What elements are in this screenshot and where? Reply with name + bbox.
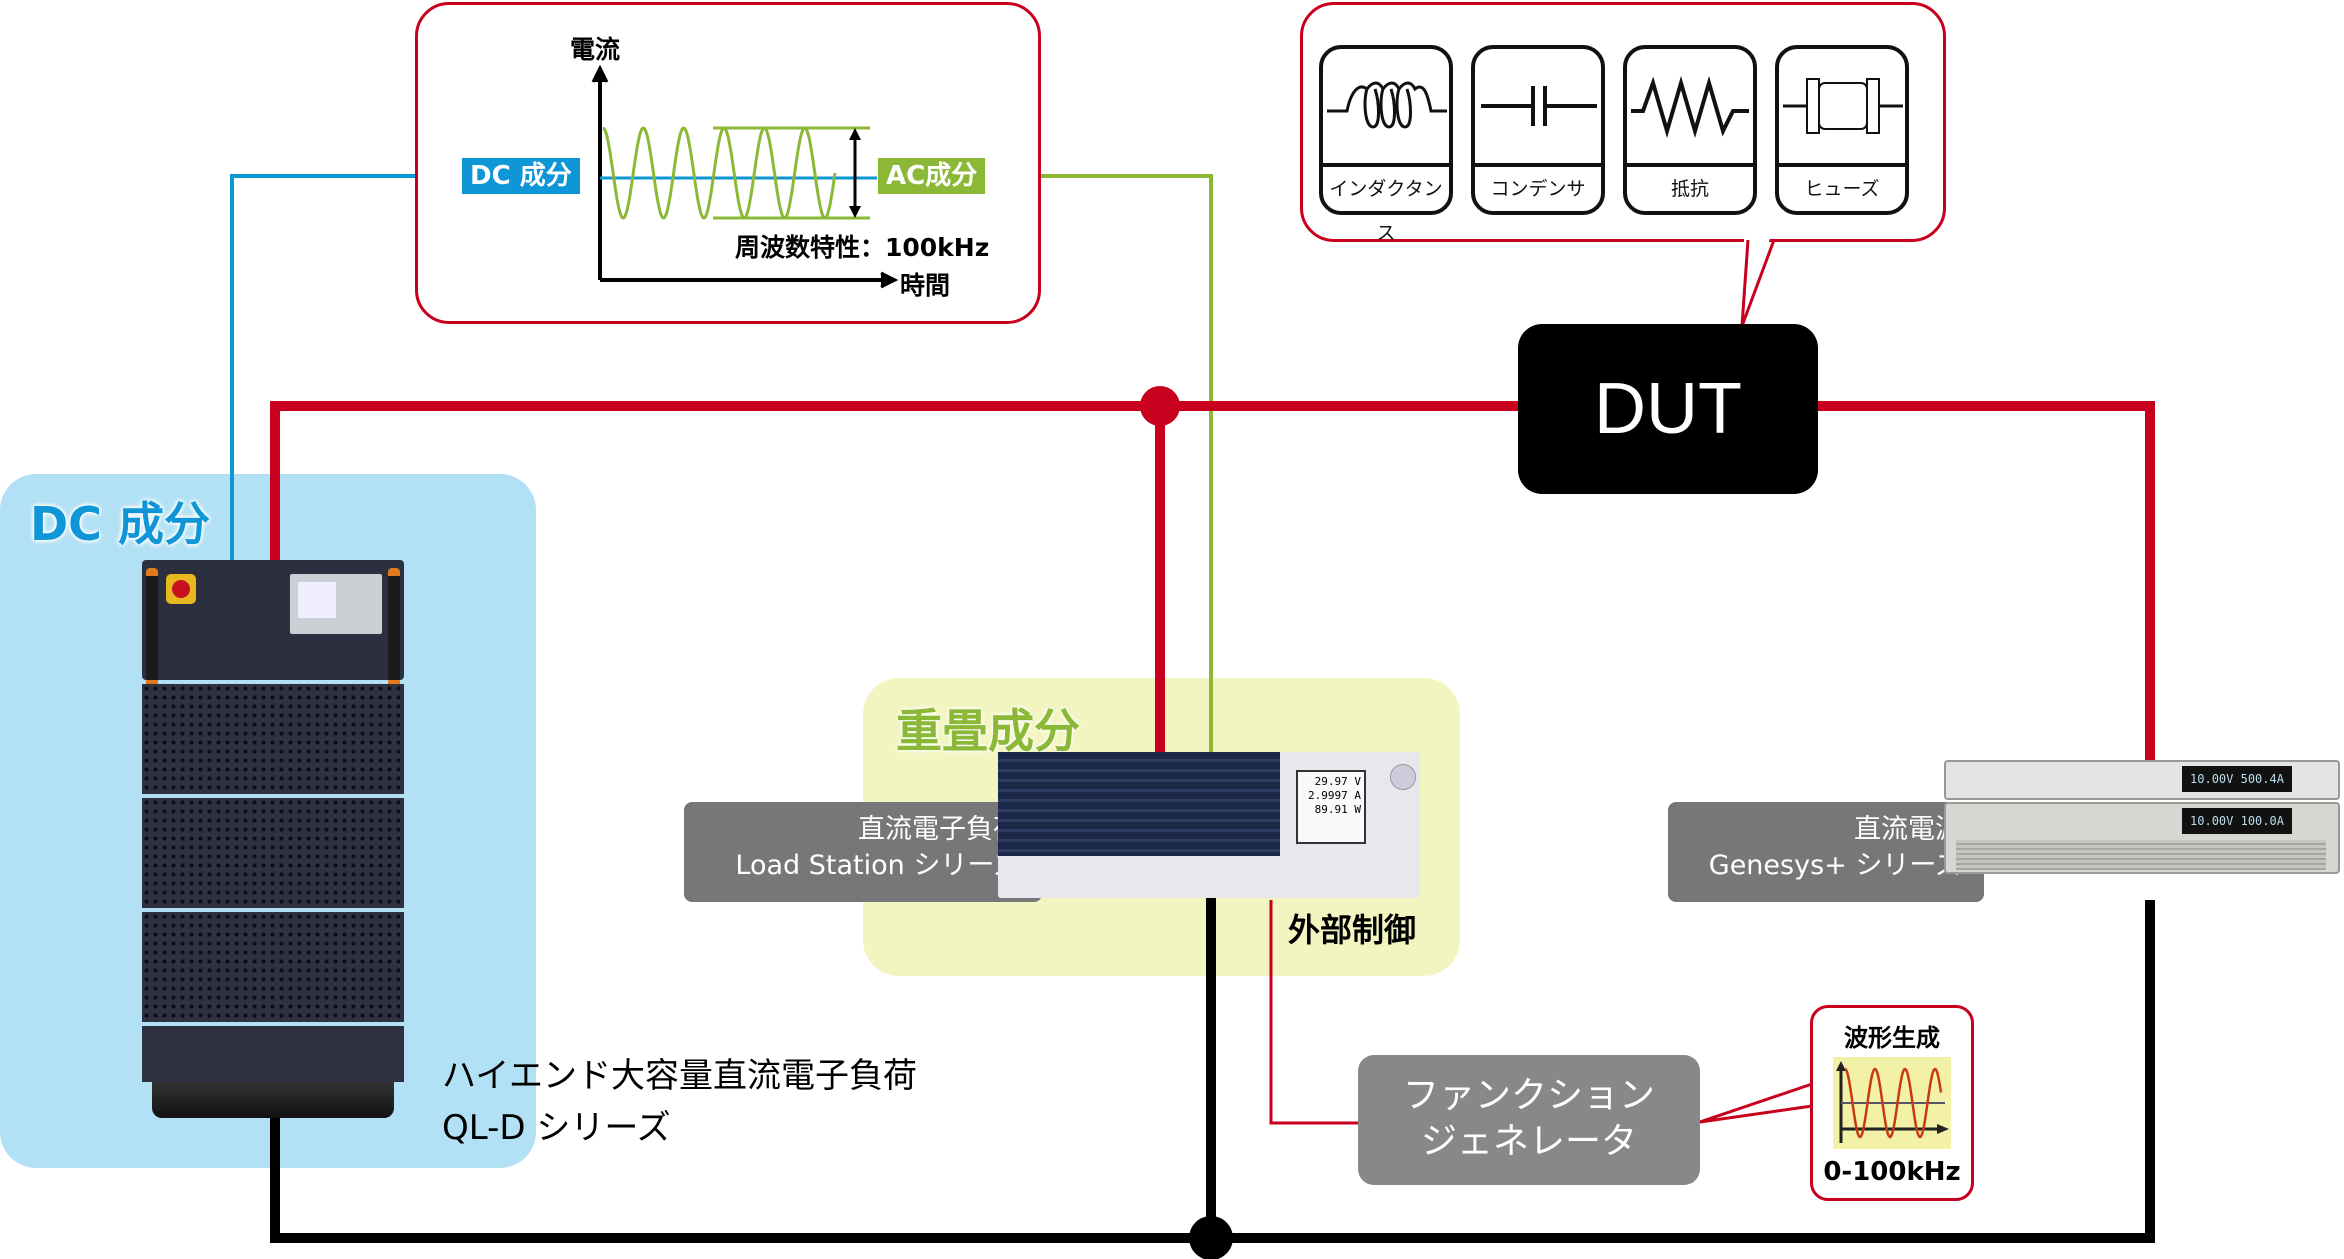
screen-current: 2.9997 A <box>1308 789 1361 802</box>
fuse-icon <box>1783 78 1903 134</box>
component-callout-pointer <box>1740 238 1776 327</box>
dc-component-tag: DC 成分 <box>462 158 580 194</box>
genesys-power-supply-1u: 10.00V 500.4A <box>1944 760 2340 800</box>
positive-bus-line-right <box>1818 401 2155 770</box>
dc-signal-line <box>230 174 455 560</box>
load-station-electronic-load: 29.97 V 2.9997 A 89.91 W <box>998 752 1420 898</box>
component-label: インダクタンス <box>1329 178 1443 244</box>
external-control-label: 外部制御 <box>1288 911 1417 949</box>
ac-component-tag: AC成分 <box>878 158 986 194</box>
component-fuse: ヒューズ <box>1775 45 1909 215</box>
ql-d-module-3 <box>142 912 404 1022</box>
positive-bus-line <box>270 401 1518 560</box>
ql-d-base <box>142 1026 404 1082</box>
inductor-icon <box>1327 81 1447 129</box>
ql-d-control-panel <box>142 560 404 688</box>
genesys-label-line2: Genesys+ シリーズ <box>1708 850 1962 881</box>
negative-junction <box>1189 1216 1233 1259</box>
handle-right <box>388 568 400 688</box>
ql-d-casters <box>152 1082 394 1118</box>
ac-signal-line <box>990 174 1213 790</box>
ql-d-label-line1: ハイエンド大容量直流電子負荷 <box>442 1056 917 1096</box>
resistor-icon <box>1631 75 1749 139</box>
ac-sine-wave <box>602 126 837 220</box>
screen-power: 89.91 W <box>1314 803 1361 816</box>
component-resistor: 抵抗 <box>1623 45 1757 215</box>
load-station-vent <box>998 752 1280 856</box>
amplitude-arrow-top <box>849 128 861 140</box>
amplitude-arrow-bottom <box>849 206 861 218</box>
component-label: ヒューズ <box>1804 178 1880 200</box>
function-generator-line1: ファンクション <box>1402 1075 1655 1116</box>
superimposed-zone-title: 重畳成分 <box>896 704 1080 758</box>
function-generator-line2: ジェネレータ <box>1420 1121 1637 1162</box>
genesys-power-supply-2u: 10.00V 100.0A <box>1944 802 2340 874</box>
waveform-gen-title: 波形生成 <box>1844 1024 1940 1052</box>
load-station-label-line1: 直流電子負荷 <box>858 814 1020 845</box>
waveform-gen-icon <box>1833 1057 1951 1149</box>
component-callout: インダクタンス コンデンサ 抵抗 ヒューズ <box>1300 2 1946 244</box>
dut-box: DUT <box>1518 324 1818 494</box>
capacitor-icon <box>1481 86 1597 126</box>
ql-d-module-1 <box>142 684 404 794</box>
screen-voltage: 29.97 V <box>1314 775 1361 788</box>
handle-left <box>146 568 158 688</box>
genesys-display-bottom: 10.00V 100.0A <box>2182 808 2292 834</box>
function-generator-box: ファンクション ジェネレータ <box>1358 1055 1700 1185</box>
x-axis-arrowhead <box>880 271 899 289</box>
emergency-stop-button <box>166 574 196 604</box>
genesys-label-line1: 直流電源 <box>1854 814 1962 845</box>
y-axis-label: 電流 <box>570 35 621 64</box>
genesys-display-top: 10.00V 500.4A <box>2182 766 2292 792</box>
ql-d-electronic-load <box>142 560 404 1120</box>
frequency-note: 周波数特性：100kHz <box>735 233 990 262</box>
waveform-gen-pointer <box>1700 1082 1813 1124</box>
load-station-label-line2: Load Station シリーズ <box>735 850 1020 881</box>
waveform-gen-range: 0-100kHz <box>1823 1157 1961 1187</box>
ql-d-module-2 <box>142 798 404 908</box>
positive-junction <box>1140 386 1180 426</box>
component-capacitor: コンデンサ <box>1471 45 1605 215</box>
component-label: コンデンサ <box>1490 178 1586 200</box>
external-control-line <box>1269 900 1358 1125</box>
component-label: 抵抗 <box>1670 178 1709 200</box>
load-station-label: 直流電子負荷 Load Station シリーズ <box>684 802 1042 902</box>
ql-d-label-line2: QL-D シリーズ <box>442 1108 671 1148</box>
load-station-knob <box>1390 764 1416 790</box>
waveform-graph <box>591 64 899 289</box>
genesys-label: 直流電源 Genesys+ シリーズ <box>1668 802 1984 902</box>
x-axis-label: 時間 <box>900 271 951 300</box>
load-station-screen: 29.97 V 2.9997 A 89.91 W <box>1296 770 1366 844</box>
component-inductor: インダクタンス <box>1319 45 1453 244</box>
genesys-vent <box>1956 840 2326 870</box>
dc-zone-title: DC 成分 <box>30 497 210 551</box>
y-axis-arrowhead <box>591 64 609 83</box>
waveform-gen-sine <box>1844 1067 1943 1139</box>
waveform-gen-callout: 波形生成 0-100kHz <box>1810 1005 1974 1201</box>
ql-d-display-panel <box>290 574 382 634</box>
